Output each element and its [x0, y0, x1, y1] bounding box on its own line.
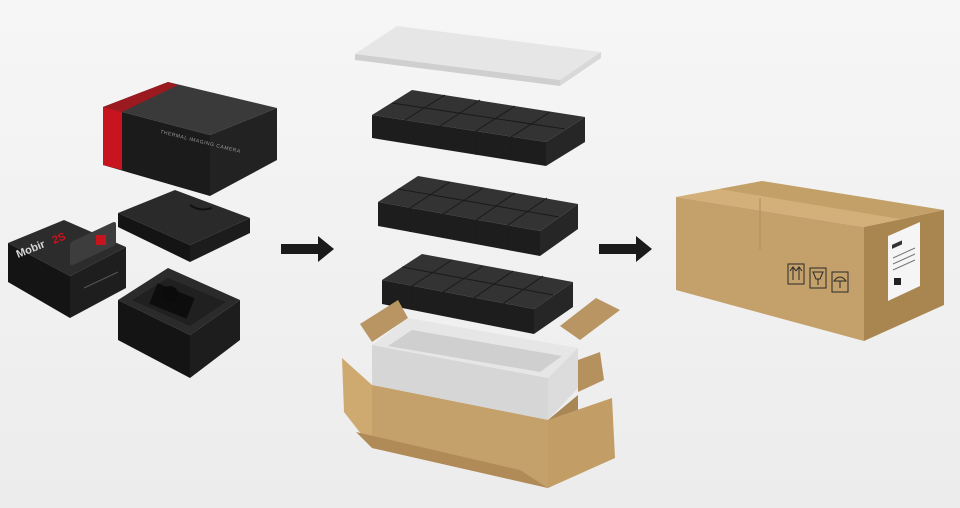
fragile-icon	[809, 267, 827, 289]
retail-box-layer-1	[372, 90, 585, 166]
lid-red-stripe	[103, 107, 122, 170]
foam-top-pad	[355, 26, 601, 86]
retail-box-front: Mobir 2S	[8, 220, 126, 318]
qr-code-icon	[894, 278, 901, 285]
right-arrow-icon	[599, 236, 652, 262]
open-carton-with-foam-liner	[342, 298, 620, 488]
retail-box-layer-2	[378, 176, 578, 256]
retail-box-lid: THERMAL IMAGING CAMERA	[103, 82, 277, 196]
retail-box-base	[118, 268, 240, 378]
sealed-shipping-carton	[676, 181, 944, 341]
product-model-text: 2S	[51, 231, 68, 247]
retail-package-group: THERMAL IMAGING CAMERA Mobir 2S	[8, 82, 277, 378]
shipping-stack-group	[342, 26, 620, 488]
right-arrow-icon	[281, 236, 334, 262]
shipping-label	[888, 222, 920, 301]
this-way-up-icon	[787, 263, 805, 285]
brand-logo-badge	[96, 235, 106, 245]
retail-box-layer-3	[382, 254, 573, 334]
retail-inner-tray	[118, 190, 250, 262]
keep-dry-icon	[831, 271, 849, 293]
handling-icons	[787, 263, 849, 293]
